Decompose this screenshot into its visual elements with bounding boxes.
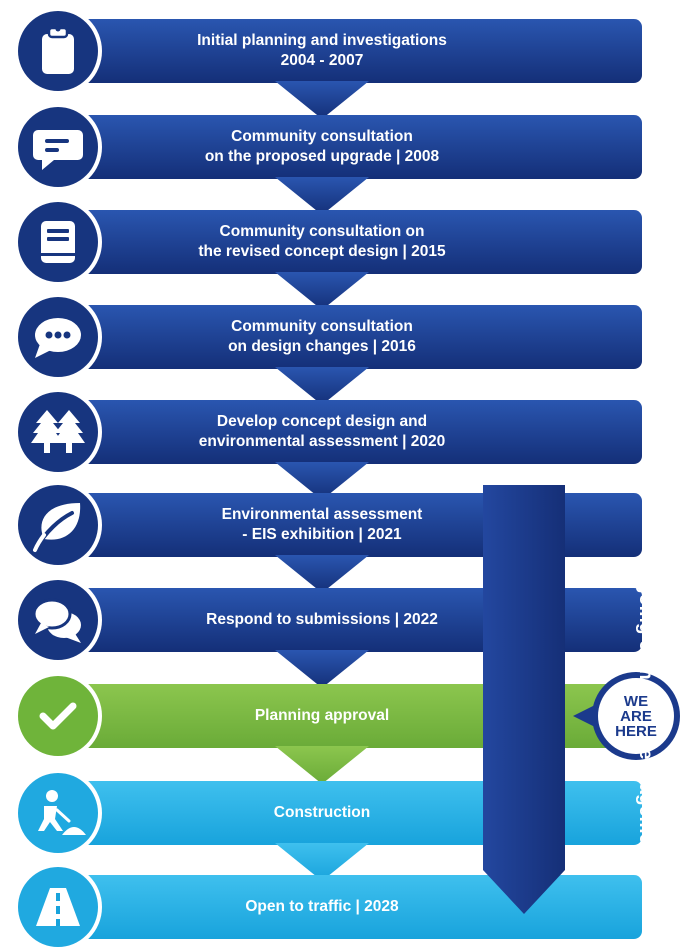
we-are-here-line-2: ARE: [620, 707, 652, 725]
stage-label-6: Environmental assessment - EIS exhibition…: [110, 493, 534, 557]
we-are-here-line-1: WE: [623, 692, 649, 710]
stage-label-line-1: Planning approval: [254, 707, 390, 724]
stage-label-line-2: - EIS exhibition | 2021: [242, 526, 402, 543]
stage-label-line-1: Community consultation on: [219, 223, 425, 240]
stage-1: [14, 7, 642, 119]
stage-label-2: Community consultation on the proposed up…: [110, 115, 534, 179]
stage-bar: [62, 305, 642, 369]
stage-arrow: [275, 81, 369, 119]
stage-bar: [62, 210, 642, 274]
stage-label-8: Planning approval: [110, 684, 534, 748]
stage-label-line-1: Open to traffic | 2028: [245, 898, 399, 915]
here-marker: [573, 672, 680, 760]
stage-label-line-1: Initial planning and investigations: [197, 32, 447, 49]
road-icon: [36, 888, 80, 926]
stage-10: [14, 863, 642, 949]
stage-label-line-2: on the proposed upgrade | 2008: [204, 148, 440, 165]
stage-arrow: [275, 843, 369, 881]
trees-icon: [31, 410, 85, 453]
stage-label-line-1: Develop concept design and: [216, 413, 428, 430]
stage-bar: [62, 115, 642, 179]
stage-label-9: Construction: [110, 781, 534, 845]
stage-arrow: [275, 177, 369, 215]
stage-label-10: Open to traffic | 2028: [110, 875, 534, 939]
stage-label-line-1: Construction: [273, 804, 371, 821]
speech-bubble-icon: [35, 318, 81, 358]
icon-circle: [18, 773, 98, 853]
stage-4: [14, 293, 642, 405]
stage-label-line-2: on design changes | 2016: [228, 338, 416, 355]
stage-bar: [62, 875, 642, 939]
stage-label-5: Develop concept design and environmental …: [110, 400, 534, 464]
stage-label-1: Initial planning and investigations 2004 …: [110, 19, 534, 83]
book-icon: [41, 221, 75, 263]
stage-arrow: [275, 272, 369, 310]
icon-circle: [18, 676, 98, 756]
stage-label-4: Community consultation on design changes …: [110, 305, 534, 369]
ongoing-engagement-band: [483, 485, 565, 914]
stage-label-3: Community consultation on the revised con…: [110, 210, 534, 274]
stage-label-line-1: Community consultation: [231, 318, 413, 335]
road-worker-icon: [38, 790, 86, 835]
stage-arrow: [275, 746, 369, 784]
stage-2: [14, 103, 642, 215]
stage-label-line-2: 2004 - 2007: [280, 52, 364, 69]
stage-3: [14, 198, 642, 310]
checkmark-icon: [39, 702, 77, 730]
stage-label-line-1: Respond to submissions | 2022: [206, 611, 438, 628]
chat-icon: [33, 130, 83, 170]
stage-bar: [62, 19, 642, 83]
stage-label-7: Respond to submissions | 2022: [110, 588, 534, 652]
leaf-icon: [33, 503, 81, 552]
here-inner-circle: [598, 678, 674, 754]
stage-arrow: [275, 650, 369, 688]
conversation-icon: [32, 598, 81, 643]
stage-label-line-2: environmental assessment | 2020: [198, 433, 446, 450]
stage-arrow: [275, 367, 369, 405]
stage-arrow: [275, 462, 369, 500]
stage-label-line-1: Community consultation: [231, 128, 413, 145]
stage-bar: [62, 400, 642, 464]
stage-arrow: [275, 555, 369, 593]
stage-5: [14, 388, 642, 500]
here-pointer: [573, 704, 597, 728]
clipboard-icon: [42, 26, 74, 74]
stage-label-line-1: Environmental assessment: [221, 506, 423, 523]
we-are-here-line-3: HERE: [615, 722, 657, 740]
stage-label-line-2: the revised concept design | 2015: [198, 243, 446, 260]
we-are-here-badge: WE ARE HERE: [597, 677, 675, 755]
ongoing-band-arrow: [483, 485, 565, 914]
